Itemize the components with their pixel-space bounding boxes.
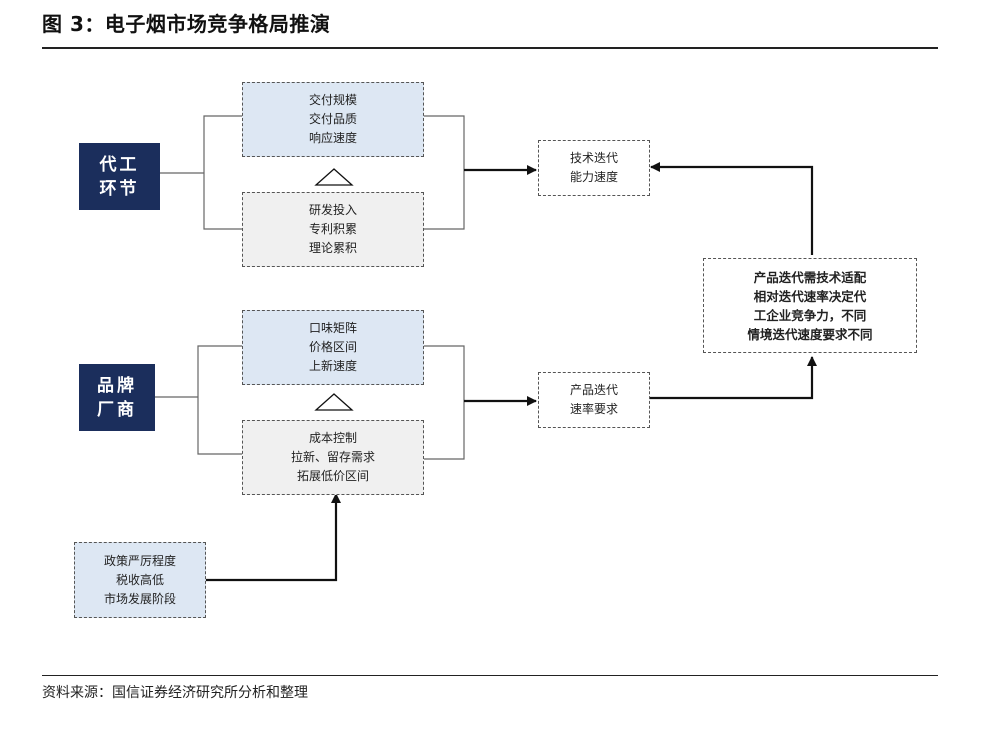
- oem-rd-item: 研发投入: [308, 203, 357, 217]
- summary-line: 产品迭代需技术适配: [753, 269, 867, 285]
- summary-line: 工企业竞争力，不同: [753, 307, 867, 323]
- summary-line: 相对迭代速率决定代: [753, 288, 867, 304]
- arrow-summary-to-tech: [650, 162, 814, 255]
- oem-delivery-box: 交付规模 交付品质 响应速度: [242, 82, 424, 157]
- oem-label-line-1: 代工: [99, 154, 140, 175]
- summary-box: 产品迭代需技术适配 相对迭代速率决定代 工企业竞争力，不同 情境迭代速度要求不同: [703, 258, 917, 353]
- summary-line: 情境迭代速度要求不同: [747, 326, 873, 342]
- tech-iteration-box: 技术迭代 能力速度: [538, 140, 650, 196]
- brand-label-line-1: 品牌: [97, 375, 137, 396]
- policy-box: 政策严厉程度 税收高低 市场发展阶段: [74, 542, 206, 618]
- brand-cost-item: 拓展低价区间: [296, 469, 369, 483]
- tech-iteration-line: 能力速度: [569, 170, 618, 184]
- brand-right-bracket: [424, 345, 465, 460]
- oem-left-bracket: [203, 115, 242, 230]
- brand-cost-item: 成本控制: [308, 431, 357, 445]
- brand-product-item: 上新速度: [308, 359, 357, 373]
- policy-line: 税收高低: [115, 572, 164, 587]
- brand-triangle: [314, 393, 354, 411]
- product-iteration-line: 速率要求: [569, 402, 618, 416]
- brand-product-box: 口味矩阵 价格区间 上新速度: [242, 310, 424, 385]
- oem-delivery-item: 响应速度: [308, 131, 357, 145]
- product-iteration-box: 产品迭代 速率要求: [538, 372, 650, 428]
- arrow-policy-to-brand: [206, 493, 341, 582]
- source-note: 资料来源：国信证券经济研究所分析和整理: [42, 685, 308, 701]
- brand-label-line-2: 厂商: [97, 399, 137, 420]
- arrow-product-to-summary: [650, 356, 817, 400]
- top-rule: [42, 47, 938, 49]
- figure-title: 图 3：电子烟市场竞争格局推演: [42, 12, 331, 36]
- oem-right-bracket: [424, 115, 465, 230]
- policy-line: 市场发展阶段: [103, 591, 176, 606]
- brand-product-item: 价格区间: [308, 340, 357, 354]
- brand-product-item: 口味矩阵: [308, 321, 357, 335]
- brand-left-bracket: [197, 345, 242, 455]
- policy-line: 政策严厉程度: [103, 553, 176, 568]
- oem-delivery-item: 交付规模: [308, 93, 357, 107]
- brand-label: 品牌 厂商: [79, 364, 155, 431]
- oem-triangle: [314, 168, 354, 186]
- oem-rd-box: 研发投入 专利积累 理论累积: [242, 192, 424, 267]
- oem-rd-item: 理论累积: [308, 241, 357, 255]
- oem-rd-item: 专利积累: [308, 222, 357, 236]
- oem-delivery-item: 交付品质: [308, 112, 357, 126]
- product-iteration-line: 产品迭代: [569, 383, 618, 397]
- tech-iteration-line: 技术迭代: [569, 151, 618, 165]
- oem-label-line-2: 环节: [99, 178, 140, 199]
- bottom-rule: [42, 675, 938, 676]
- brand-cost-item: 拉新、留存需求: [290, 450, 375, 464]
- brand-cost-box: 成本控制 拉新、留存需求 拓展低价区间: [242, 420, 424, 495]
- oem-label: 代工 环节: [79, 143, 160, 210]
